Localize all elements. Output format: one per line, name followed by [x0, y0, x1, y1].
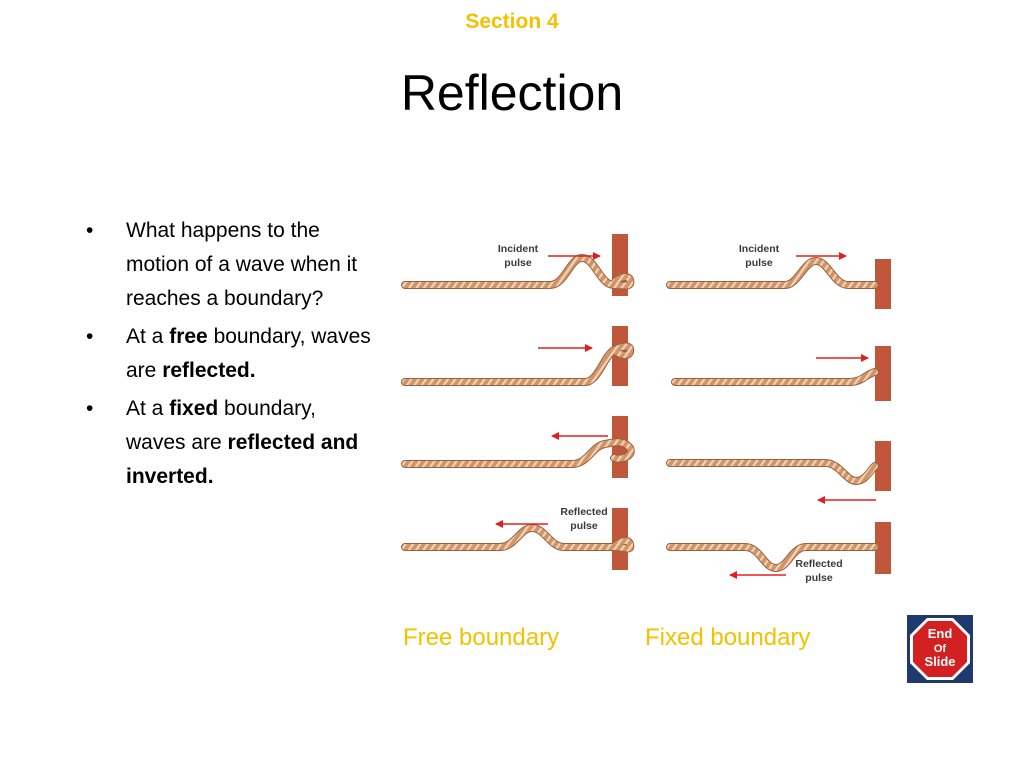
bullet-text: free: [169, 325, 208, 348]
bullet-marker: •: [86, 325, 94, 348]
reflection-diagram: Incident pulse Reflected pulse: [401, 234, 891, 584]
bullet-text: boundary, waves are: [126, 325, 371, 382]
fixed-boundary-caption: Fixed boundary: [645, 624, 811, 651]
bullet-list: • What happens to the motion of a wave wh…: [84, 214, 374, 498]
fixed-wall-block: [875, 441, 891, 491]
reflected-label-line1: Reflected: [560, 506, 607, 518]
bullet-text: fixed: [169, 397, 219, 420]
bullet-text: boundary, waves are: [126, 397, 316, 454]
bullet-text: At a: [126, 397, 170, 420]
bullet-text: reflected.: [162, 359, 256, 382]
fixed-row-4: Reflected pulse: [666, 522, 891, 584]
free-row-4: Reflected pulse: [401, 506, 635, 570]
fixed-row-2: [671, 346, 891, 401]
bullet-text: At a: [126, 325, 170, 348]
reflected-label-line2: pulse: [805, 572, 833, 584]
fixed-wall-block: [875, 346, 891, 401]
end-slide-line3: Slide: [924, 654, 955, 669]
incident-label-line1: Incident: [739, 243, 780, 255]
bullet-text: reflected and inverted.: [126, 431, 359, 488]
incident-label-line2: pulse: [504, 257, 532, 269]
reflected-label-line1: Reflected: [795, 558, 842, 570]
end-slide-line2: Of: [934, 643, 947, 655]
incident-label-line1: Incident: [498, 243, 539, 255]
bullet-text: What happens to the motion of a wave whe…: [126, 219, 358, 310]
fixed-row-1: Incident pulse: [666, 243, 891, 309]
slide-title: Reflection: [400, 65, 624, 121]
free-row-1: Incident pulse: [401, 234, 635, 296]
fixed-wall-block: [875, 259, 891, 309]
free-wall-post: [612, 416, 628, 478]
free-boundary-column: Incident pulse Reflected pulse: [401, 234, 635, 570]
bullet-item: • What happens to the motion of a wave wh…: [84, 214, 374, 316]
reflected-label-line2: pulse: [570, 520, 598, 532]
free-row-3: [401, 416, 635, 478]
fixed-wall-block: [875, 522, 891, 574]
incident-label-line2: pulse: [745, 257, 773, 269]
bullet-marker: •: [86, 397, 94, 420]
section-label: Section 4: [465, 10, 559, 33]
bullet-item: • At a fixed boundary, waves are reflecte…: [84, 392, 374, 494]
bullet-item: • At a free boundary, waves are reflected…: [84, 320, 374, 388]
free-row-2: [401, 326, 635, 386]
end-of-slide-button[interactable]: End Of Slide: [907, 615, 973, 683]
end-slide-line1: End: [928, 626, 953, 641]
free-boundary-caption: Free boundary: [403, 624, 560, 651]
fixed-boundary-column: Incident pulse Reflected pulse: [666, 243, 891, 584]
bullet-marker: •: [86, 219, 94, 242]
fixed-row-3: [666, 441, 891, 504]
